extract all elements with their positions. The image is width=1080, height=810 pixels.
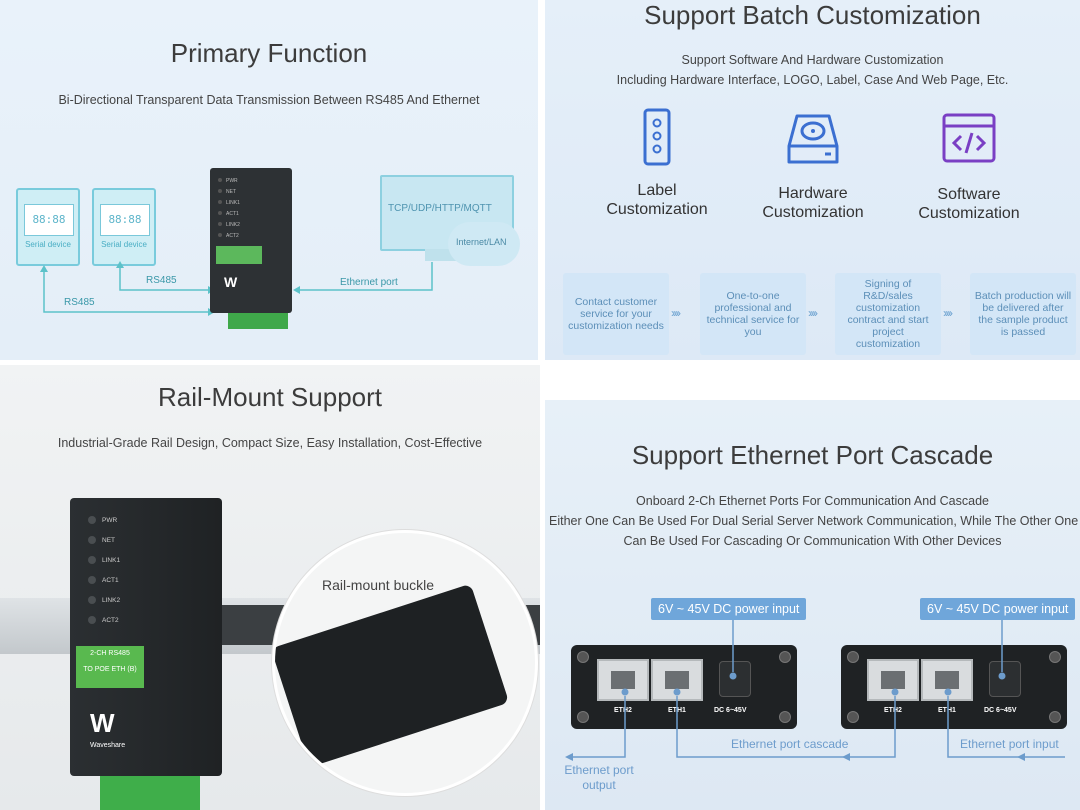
rs485-top-label: RS485 <box>146 275 177 286</box>
rail-mount-title: Rail-Mount Support <box>158 382 382 412</box>
ethernet-line <box>300 262 433 291</box>
sticker-line-1: 2-CH RS485 <box>90 650 130 657</box>
batch-subtitle-2: Including Hardware Interface, LOGO, Labe… <box>616 73 1009 87</box>
ethernet-output-line2: output <box>582 778 616 792</box>
cloud-icon: Internet/LAN <box>448 222 520 266</box>
power-input-tag-right: 6V ~ 45V DC power input <box>920 598 1076 620</box>
ethernet-output-label: Ethernet port output <box>557 763 641 793</box>
chevron-right-icon: ›››› <box>671 306 681 320</box>
ethernet-port-label: Ethernet port <box>340 277 398 288</box>
converter-device-large: PWR NET LINK1 ACT1 LINK2 ACT2 2-CH RS485… <box>70 498 222 776</box>
rs485-bottom-line <box>43 270 208 313</box>
led-link1: LINK1 <box>88 556 120 564</box>
rail-mount-subtitle: Industrial-Grade Rail Design, Compact Si… <box>57 436 483 450</box>
led-pwr: PWR <box>88 516 117 524</box>
cascade-title: Support Ethernet Port Cascade <box>631 440 994 470</box>
brand-name: Waveshare <box>90 742 126 749</box>
device-label-sticker: 2-CH RS485 TO POE ETH (B) <box>76 646 144 688</box>
dc-label: DC 6~45V <box>714 707 747 714</box>
zoom-detail-circle <box>272 530 538 796</box>
primary-function-title: Primary Function <box>170 38 368 68</box>
device-label-sticker <box>216 246 262 264</box>
cascade-line-3: Can Be Used For Cascading Or Communicati… <box>623 534 1002 548</box>
protocols-label: TCP/UDP/HTTP/MQTT <box>388 203 492 214</box>
led-net: NET <box>218 189 236 195</box>
software-customization-line1: Software <box>937 186 1001 203</box>
cascade-lines <box>565 620 1065 761</box>
dc-jack <box>989 661 1021 697</box>
hardware-customization: Hardware Customization <box>743 112 883 222</box>
converter-device: PWR NET LINK1 ACT1 LINK2 ACT2 W <box>210 168 292 313</box>
eth1-port <box>651 659 703 701</box>
rs485-top-line <box>119 266 208 291</box>
led-act1: ACT1 <box>88 576 119 584</box>
batch-title: Support Batch Customization <box>644 0 981 30</box>
eth1-label: ETH1 <box>938 707 956 714</box>
dc-label: DC 6~45V <box>984 707 1017 714</box>
waveshare-logo: W <box>224 274 238 290</box>
batch-customization-panel: Support Batch Customization Support Soft… <box>545 0 1080 360</box>
eth2-label: ETH2 <box>614 707 632 714</box>
waveshare-logo: W <box>90 708 115 738</box>
rail-buckle <box>275 583 510 768</box>
process-step-1: Contact customer service for your custom… <box>563 273 669 355</box>
device-right: ETH2 ETH1 DC 6~45V <box>841 645 1067 729</box>
terminal-block <box>228 313 288 329</box>
internet-label: Internet/LAN <box>456 237 507 247</box>
power-input-tag-left: 6V ~ 45V DC power input <box>651 598 807 620</box>
rail-buckle-label: Rail-mount buckle <box>322 577 435 593</box>
serial-device-label: Serial device <box>101 240 147 249</box>
dc-jack <box>719 661 751 697</box>
ethernet-cascade-panel: Support Ethernet Port Cascade Onboard 2-… <box>545 400 1080 810</box>
process-step-2: One-to-one professional and technical se… <box>700 273 806 355</box>
ethernet-output-line1: Ethernet port <box>564 763 634 777</box>
chevron-right-icon: ›››› <box>808 306 818 320</box>
led-link2: LINK2 <box>88 596 120 604</box>
process-step-4: Batch production will be delivered after… <box>970 273 1076 355</box>
primary-function-subtitle: Bi-Directional Transparent Data Transmis… <box>58 93 480 107</box>
hardware-customization-line1: Hardware <box>778 185 848 202</box>
label-customization-line2: Customization <box>606 201 708 218</box>
process-step-3: Signing of R&D/sales customization contr… <box>835 273 941 355</box>
sticker-line-2: TO POE ETH (B) <box>83 666 137 673</box>
rs485-bottom-label: RS485 <box>64 297 95 308</box>
primary-function-panel: Primary Function Bi-Directional Transpar… <box>0 0 538 360</box>
hardware-icon <box>787 114 839 164</box>
led-net: NET <box>88 536 115 544</box>
label-icon <box>643 108 671 166</box>
cascade-line-2: Either One Can Be Used For Dual Serial S… <box>549 514 1079 528</box>
software-customization-line2: Customization <box>918 205 1020 222</box>
led-act2: ACT2 <box>88 616 119 624</box>
serial-device-screen: 88:88 <box>24 204 74 236</box>
led-act2: ACT2 <box>218 233 239 239</box>
ethernet-input-label: Ethernet port input <box>960 737 1059 751</box>
rail-mount-panel: Rail-Mount Support Industrial-Grade Rail… <box>0 365 540 810</box>
label-customization-line1: Label <box>637 182 677 199</box>
serial-device-2: 88:88 Serial device <box>92 188 156 266</box>
batch-subtitle-1: Support Software And Hardware Customizat… <box>681 53 944 67</box>
serial-device-label: Serial device <box>25 240 71 249</box>
cascade-line-1: Onboard 2-Ch Ethernet Ports For Communic… <box>636 494 989 508</box>
software-icon <box>942 113 996 163</box>
led-link1: LINK1 <box>218 200 240 206</box>
serial-device-screen: 88:88 <box>100 204 150 236</box>
led-link2: LINK2 <box>218 222 240 228</box>
led-pwr: PWR <box>218 178 238 184</box>
serial-device-1: 88:88 Serial device <box>16 188 80 266</box>
label-customization: Label Customization <box>587 108 727 219</box>
chevron-right-icon: ›››› <box>943 306 953 320</box>
hardware-customization-line2: Customization <box>762 204 864 221</box>
software-customization: Software Customization <box>899 112 1039 223</box>
ethernet-cascade-label: Ethernet port cascade <box>731 737 849 751</box>
led-act1: ACT1 <box>218 211 239 217</box>
terminal-block <box>100 776 200 810</box>
eth2-label: ETH2 <box>884 707 902 714</box>
